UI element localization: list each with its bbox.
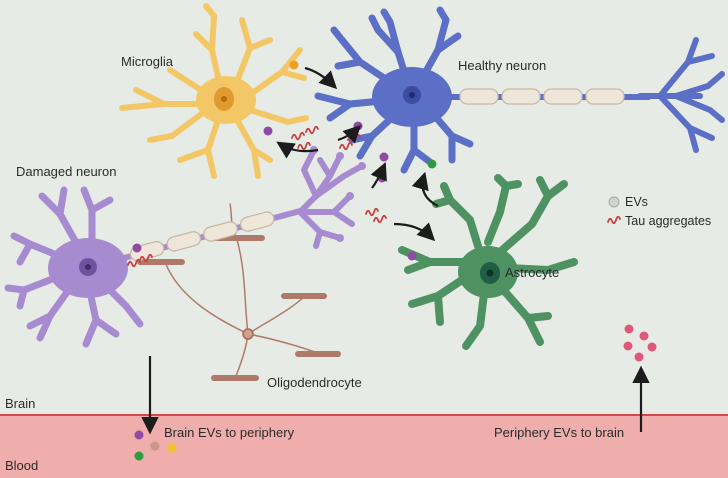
damaged-neuron-nucleolus	[85, 264, 91, 270]
tau-aggregate	[305, 125, 319, 135]
label-healthy-neuron: Healthy neuron	[458, 58, 547, 73]
microglia-cell	[119, 3, 309, 179]
tau-aggregate	[373, 214, 387, 224]
label-blood: Blood	[5, 458, 39, 473]
tau-aggregate	[291, 131, 305, 141]
astrocyte-nucleolus	[486, 269, 494, 277]
blood-ev	[134, 430, 144, 440]
ev-green	[427, 159, 437, 169]
arrow-to-healthy-neuron	[337, 124, 362, 144]
label-damaged-neuron: Damaged neuron	[16, 164, 117, 179]
blood-region	[0, 415, 728, 478]
damaged-neuron	[4, 147, 365, 348]
blood-ev	[150, 441, 160, 451]
arrows	[141, 66, 650, 435]
tau-aggregate	[339, 141, 353, 151]
label-periphery-evs-to-brain: Periphery EVs to brain	[494, 425, 625, 440]
blood-ev	[167, 443, 177, 453]
ev-purple	[263, 126, 273, 136]
damaged-neuron-dendrite-tip	[336, 152, 344, 160]
legend-evs-label: EVs	[625, 195, 648, 209]
healthy-neuron-axon	[448, 88, 650, 105]
legend-ev-icon	[608, 196, 620, 208]
tau-aggregate	[297, 141, 311, 151]
legend-tau-label: Tau aggregates	[625, 214, 712, 228]
damaged-neuron-dendrite-tip	[336, 234, 344, 242]
arrow-to-healthy-neuron-2	[370, 161, 387, 189]
label-brain-evs-to-periphery: Brain EVs to periphery	[164, 425, 295, 440]
damaged-neuron-dendrite-tip	[358, 162, 366, 170]
ev-purple	[132, 243, 142, 253]
ev-microglia	[289, 60, 299, 70]
astrocyte-cell	[398, 174, 578, 350]
arrow-astrocyte-to-neuron	[411, 171, 439, 207]
legend-tau-icon	[607, 215, 621, 225]
oligodendrocyte-soma	[242, 328, 254, 340]
label-oligodendrocyte: Oligodendrocyte	[267, 375, 362, 390]
arrow-to-microglia	[276, 141, 319, 159]
damaged-neuron-dendrite-tip	[346, 192, 354, 200]
blood-ev	[134, 451, 144, 461]
healthy-neuron-nucleolus	[409, 92, 415, 98]
tau-aggregate	[365, 207, 379, 217]
label-brain: Brain	[5, 396, 36, 411]
microglia-nucleolus	[221, 96, 227, 102]
ev-purple	[407, 251, 417, 261]
arrow-microglia-to-healthy-neuron	[304, 66, 338, 90]
periphery-ev	[647, 342, 657, 352]
periphery-ev	[623, 341, 633, 351]
arrow-to-astrocyte	[393, 222, 436, 242]
ev-purple	[379, 152, 389, 162]
oligodendrocyte-cell	[137, 203, 341, 381]
periphery-ev	[624, 324, 634, 334]
periphery-ev	[639, 331, 649, 341]
label-microglia: Microglia	[121, 54, 174, 69]
periphery-ev	[634, 352, 644, 362]
label-astrocyte: Astrocyte	[505, 265, 560, 280]
